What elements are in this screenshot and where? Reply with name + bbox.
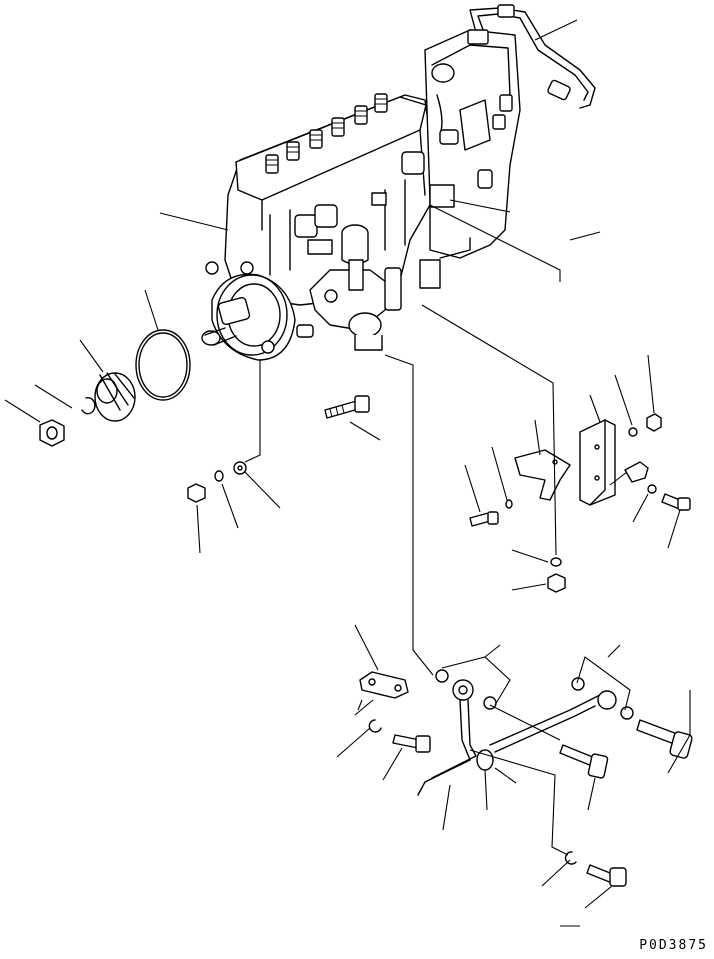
lock-washer — [81, 397, 96, 415]
linkage-lever — [359, 671, 409, 733]
bolt-lever — [392, 734, 431, 753]
bolt-clip — [647, 484, 691, 511]
figure-code: P0D3875 — [639, 938, 708, 953]
bolt-pump-mount — [324, 395, 370, 419]
bracket-plate — [579, 419, 616, 506]
fuel-return-pipe — [467, 4, 596, 109]
injection-pump-assembly — [201, 29, 521, 361]
eye-bolt-large — [636, 719, 693, 759]
o-ring — [135, 329, 191, 401]
washer-nut-pair — [628, 413, 662, 437]
nut-washer-set — [187, 461, 247, 503]
eye-bolt-medium — [559, 744, 609, 779]
clip — [624, 461, 649, 483]
washer-nut-lower — [547, 557, 566, 593]
delivery-valves — [265, 93, 388, 174]
bolt-bottom — [564, 851, 627, 887]
nut-large — [94, 372, 136, 422]
leader-lines — [4, 19, 691, 927]
bracket-small — [514, 449, 571, 501]
bolt-bracket — [469, 499, 513, 527]
fuel-pipe-lower — [417, 669, 634, 796]
nut-small — [39, 419, 65, 447]
